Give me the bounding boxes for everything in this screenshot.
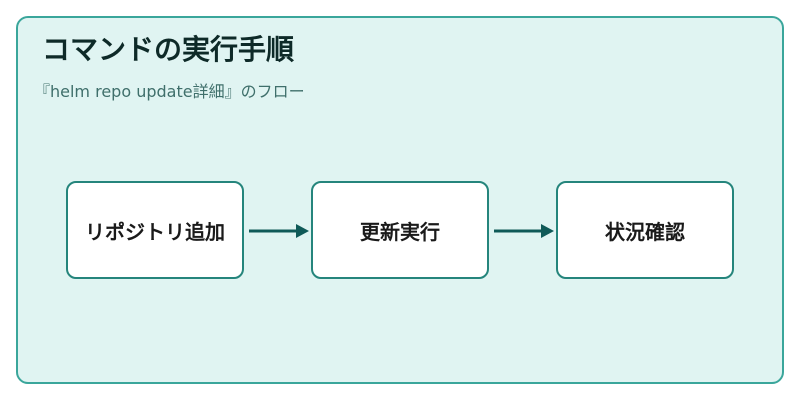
diagram-subtitle: 『helm repo update詳細』のフロー <box>34 82 305 101</box>
step-box-run-update: 更新実行 <box>311 181 489 279</box>
step-box-add-repo: リポジトリ追加 <box>66 181 244 279</box>
step-label: 更新実行 <box>360 219 440 244</box>
step-box-check-status: 状況確認 <box>556 181 734 279</box>
step-label: リポジトリ追加 <box>85 219 225 244</box>
step-label: 状況確認 <box>605 219 685 244</box>
diagram-title: コマンドの実行手順 <box>42 33 295 66</box>
